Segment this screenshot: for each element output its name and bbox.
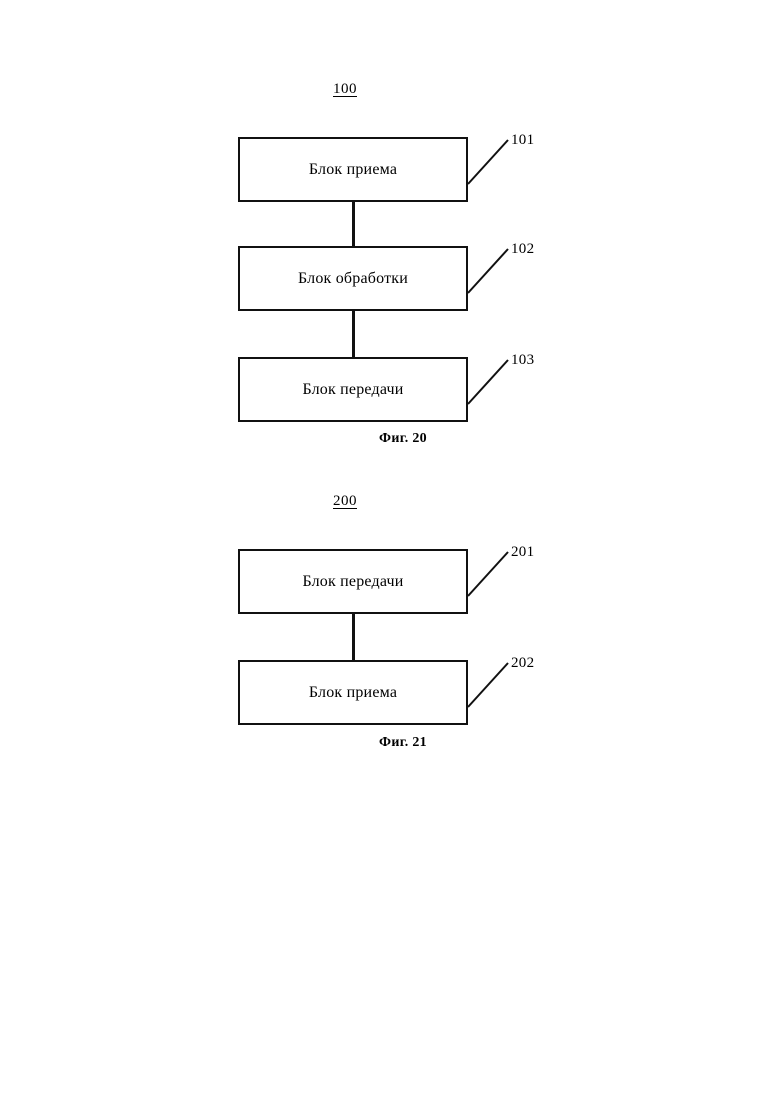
block-103-label: Блок передачи — [302, 380, 404, 398]
reference-numeral-101: 101 — [511, 132, 535, 148]
figure-21: 200 Блок передачи 201 Блок приема 202 Фи… — [238, 493, 535, 750]
block-202: Блок приема — [238, 660, 468, 725]
reference-numeral-103: 103 — [511, 352, 535, 368]
reference-numeral-202: 202 — [511, 655, 535, 671]
block-202-label: Блок приема — [308, 683, 398, 701]
leader-line-202 — [467, 662, 509, 708]
leader-line-101 — [467, 139, 509, 185]
figure-20: 100 Блок приема 101 Блок обработки 102 Б… — [0, 0, 780, 460]
connector-102-103 — [352, 310, 355, 358]
connector-201-202 — [352, 613, 355, 661]
block-201-label: Блок передачи — [302, 572, 404, 590]
block-102-label: Блок обработки — [297, 269, 409, 287]
reference-numeral-102: 102 — [511, 241, 535, 257]
leader-line-201 — [467, 551, 509, 597]
block-101-label: Блок приема — [308, 160, 398, 178]
system-number-100: 100 — [333, 81, 357, 97]
leader-line-102 — [467, 248, 509, 294]
block-103: Блок передачи — [238, 357, 468, 422]
system-number-200: 200 — [333, 493, 357, 509]
block-201: Блок передачи — [238, 549, 468, 614]
block-102: Блок обработки — [238, 246, 468, 311]
connector-101-102 — [352, 201, 355, 247]
reference-numeral-201: 201 — [511, 544, 535, 560]
figure-20-caption: Фиг. 20 — [379, 431, 427, 446]
leader-line-103 — [467, 359, 509, 405]
figure-21-caption: Фиг. 21 — [379, 735, 427, 750]
